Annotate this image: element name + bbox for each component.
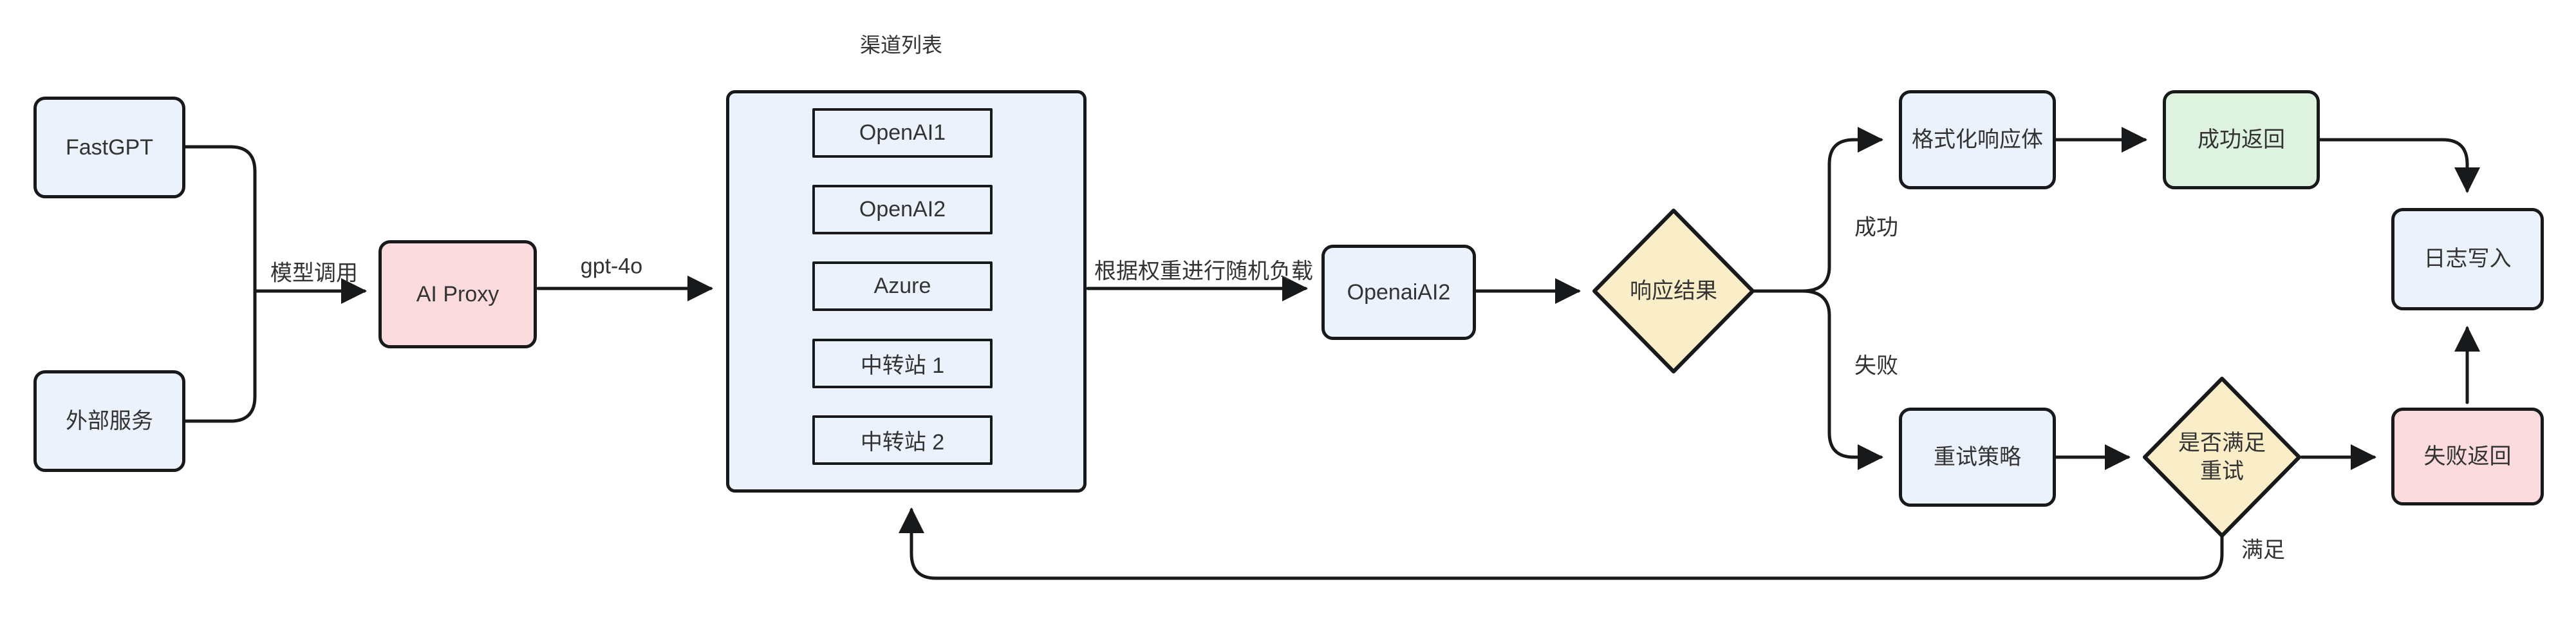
- node-fastgpt: FastGPT: [33, 97, 185, 198]
- edge-label-gpt-4o: gpt-4o: [580, 254, 643, 279]
- node-success-return: 成功返回: [2163, 90, 2320, 189]
- node-fail-return: 失败返回: [2391, 408, 2544, 505]
- node-ai-proxy: AI Proxy: [378, 240, 537, 348]
- decision-response-result-label: 响应结果: [1630, 278, 1717, 303]
- node-retry-strategy: 重试策略: [1899, 408, 2056, 507]
- edge-label-fail: 失败: [1854, 353, 1898, 379]
- node-format-response: 格式化响应体: [1899, 90, 2056, 189]
- edge-fastgpt-merge: [183, 145, 257, 293]
- node-openai-ai2: OpenaiAI2: [1321, 245, 1476, 340]
- node-external-service: 外部服务: [33, 370, 185, 472]
- edge-external-merge: [183, 289, 257, 423]
- decision-retry-check: [2143, 377, 2301, 538]
- edge-check-feedback: [899, 507, 2224, 580]
- decision-response-result: [1592, 209, 1755, 373]
- edge-label-satisfied: 满足: [2241, 538, 2285, 563]
- edge-result-format: [1753, 127, 1883, 293]
- edge-label-model-call: 模型调用: [270, 261, 358, 286]
- decision-retry-check-line1: 是否满足: [2178, 430, 2266, 455]
- node-log-write: 日志写入: [2391, 208, 2544, 310]
- decision-retry-check-line2: 重试: [2200, 459, 2244, 484]
- channel-item-relay2: 中转站 2: [812, 415, 993, 465]
- channel-item-relay1: 中转站 1: [812, 339, 993, 388]
- decision-retry-check-label: 是否满足 重试: [2178, 429, 2266, 485]
- edge-result-retry: [1753, 289, 1883, 470]
- channel-item-openai1: OpenAI1: [812, 108, 993, 158]
- edge-label-load-balance: 根据权重进行随机负载: [1094, 259, 1313, 284]
- edge-label-success: 成功: [1854, 215, 1898, 240]
- channel-item-azure: Azure: [812, 261, 993, 311]
- subgraph-title-channel-list: 渠道列表: [859, 33, 943, 57]
- channel-item-openai2: OpenAI2: [812, 185, 993, 234]
- edge-success-log: [2318, 138, 2480, 193]
